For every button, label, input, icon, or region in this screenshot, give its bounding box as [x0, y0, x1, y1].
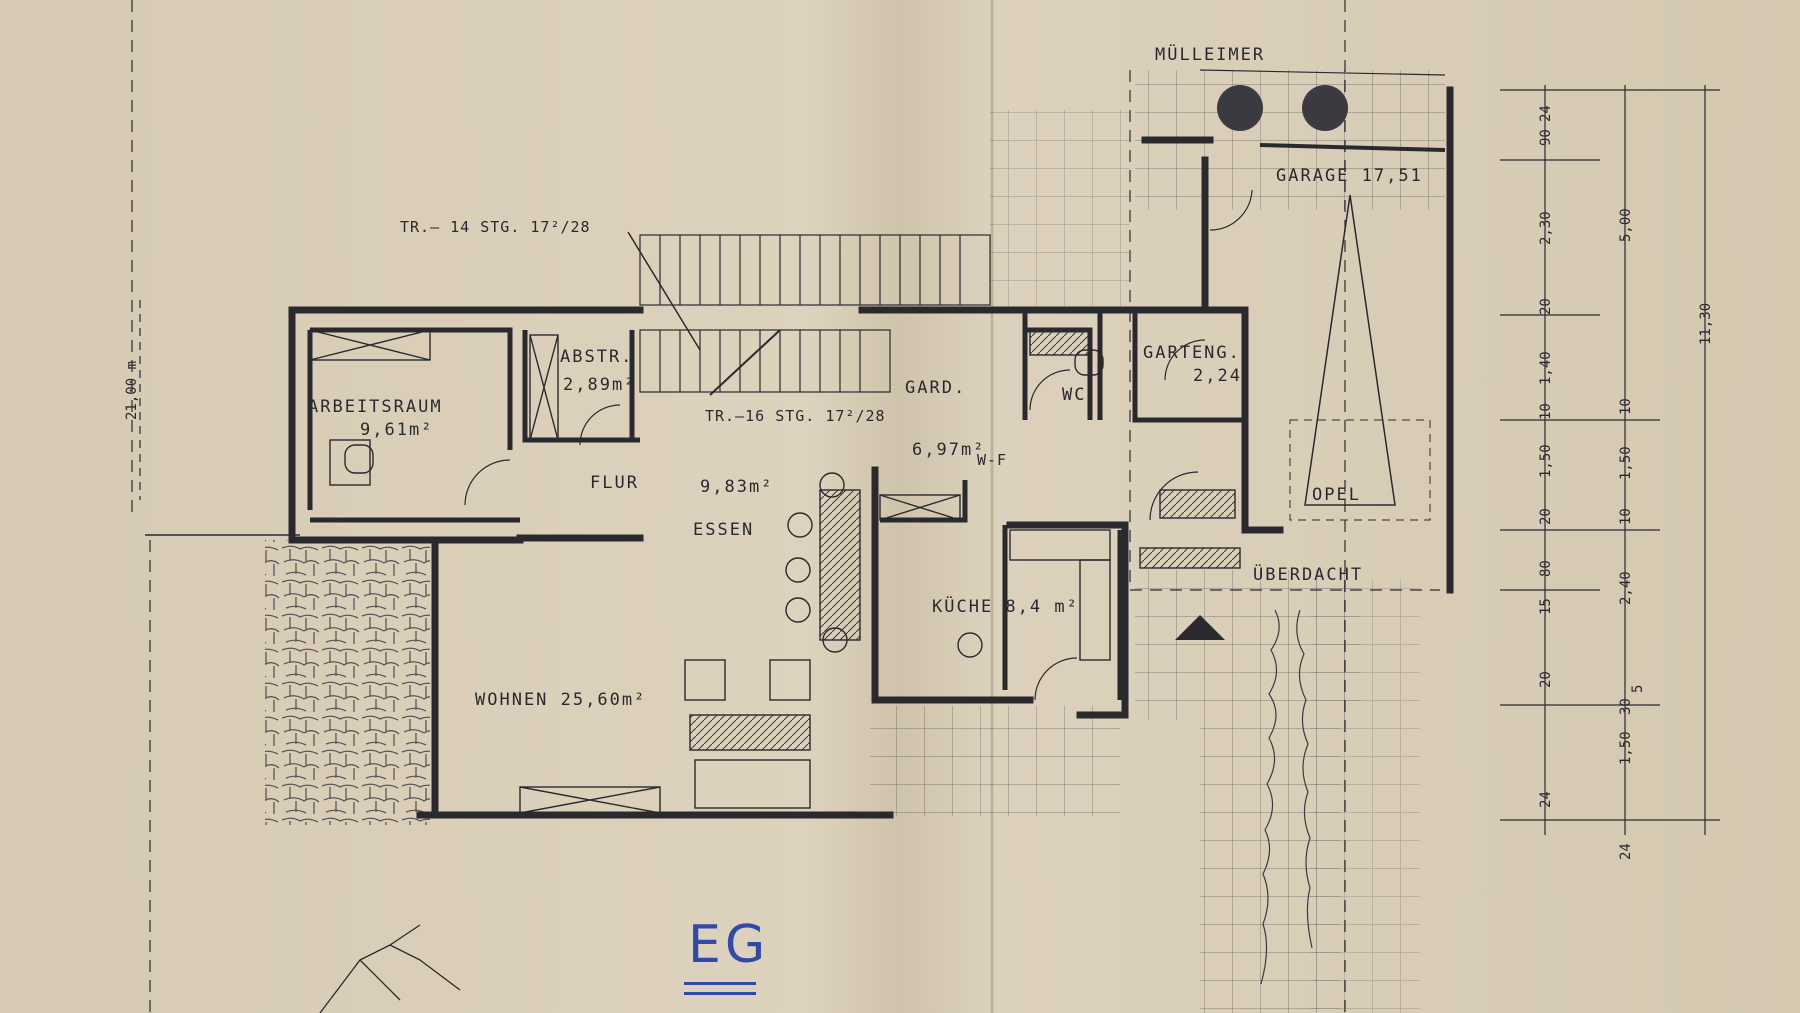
dim-c2-6: 5: [1630, 685, 1646, 693]
dim-c1-10: 20: [1538, 671, 1554, 688]
dim-c1-2: 2,30: [1538, 211, 1554, 245]
dim-c1-6: 1,50: [1538, 444, 1554, 478]
dim-c2-1: 10: [1618, 398, 1634, 415]
label-garteng-area: 2,24: [1193, 366, 1242, 386]
label-arbeitsraum: ARBEITSRAUM: [308, 397, 443, 417]
label-arbeitsraum-area: 9,61m²: [360, 420, 433, 440]
label-abstr-area: 2,89m²: [563, 375, 636, 395]
north-arrow-icon: [1175, 615, 1225, 640]
dim-c2-3: 10: [1618, 508, 1634, 525]
dim-c1-0: 24: [1538, 105, 1554, 122]
interior-walls: [307, 310, 1245, 700]
label-garteng: GARTENG.: [1143, 343, 1241, 363]
dim-c2-7: 1,50: [1618, 731, 1634, 765]
label-essen: ESSEN: [693, 520, 754, 540]
label-opel: OPEL: [1312, 485, 1361, 505]
dim-c3-total: 11,30: [1698, 303, 1714, 345]
dim-c2-8: 24: [1618, 843, 1634, 860]
stone-wall: [265, 540, 430, 825]
furniture: [309, 329, 1241, 814]
dim-c2-2: 1,50: [1618, 446, 1634, 480]
stair-lower: [639, 329, 891, 396]
label-muelleimer: MÜLLEIMER: [1155, 43, 1265, 65]
dim-c1-11: 24: [1538, 791, 1554, 808]
label-kueche: KÜCHE 8,4 m²: [932, 595, 1079, 617]
exterior-walls: [288, 86, 1454, 819]
dim-c1-4: 1,40: [1538, 351, 1554, 385]
dim-c1-7: 20: [1538, 508, 1554, 525]
dim-c2-0: 5,00: [1618, 208, 1634, 242]
dimension-chain: [1500, 85, 1720, 835]
dim-c1-5: 10: [1538, 403, 1554, 420]
label-wf: W-F: [977, 451, 1007, 469]
dim-c1-3: 20: [1538, 298, 1554, 315]
label-ueberdacht: ÜBERDACHT: [1253, 563, 1363, 585]
label-flur-area: 9,83m²: [700, 477, 773, 497]
dim-left-total: 21,00 m: [124, 361, 140, 420]
dim-c1-1: 90: [1538, 129, 1554, 146]
dim-c1-8: 80: [1538, 560, 1554, 577]
label-wohnen: WOHNEN 25,60m²: [475, 690, 646, 710]
dim-c2-5: 30: [1618, 698, 1634, 715]
bin-left: [1217, 85, 1263, 131]
label-wc: WC: [1062, 385, 1086, 405]
floor-label-underline: [684, 982, 756, 985]
floor-label: EG: [688, 915, 770, 975]
label-stair-lower: TR.–16 STG. 17²/28: [705, 407, 886, 425]
floor-label-underline-2: [684, 992, 756, 995]
dim-c2-4: 2,40: [1618, 571, 1634, 605]
label-abstr: ABSTR.: [560, 347, 633, 367]
label-gard: GARD.: [905, 378, 966, 398]
label-stair-upper: TR.– 14 STG. 17²/28: [400, 218, 591, 236]
car-outline: [1304, 194, 1396, 506]
bin-right: [1302, 85, 1348, 131]
dim-c1-9: 15: [1538, 598, 1554, 615]
door-swings: [464, 189, 1253, 701]
terrace-tiles: [870, 706, 1120, 816]
stair-upper: [627, 231, 991, 351]
tree-sketch: [319, 924, 461, 1013]
label-garage: GARAGE 17,51: [1276, 166, 1423, 186]
label-flur: FLUR: [590, 473, 639, 493]
label-gard-area: 6,97m²: [912, 440, 985, 460]
planting-strip: [1260, 609, 1313, 985]
